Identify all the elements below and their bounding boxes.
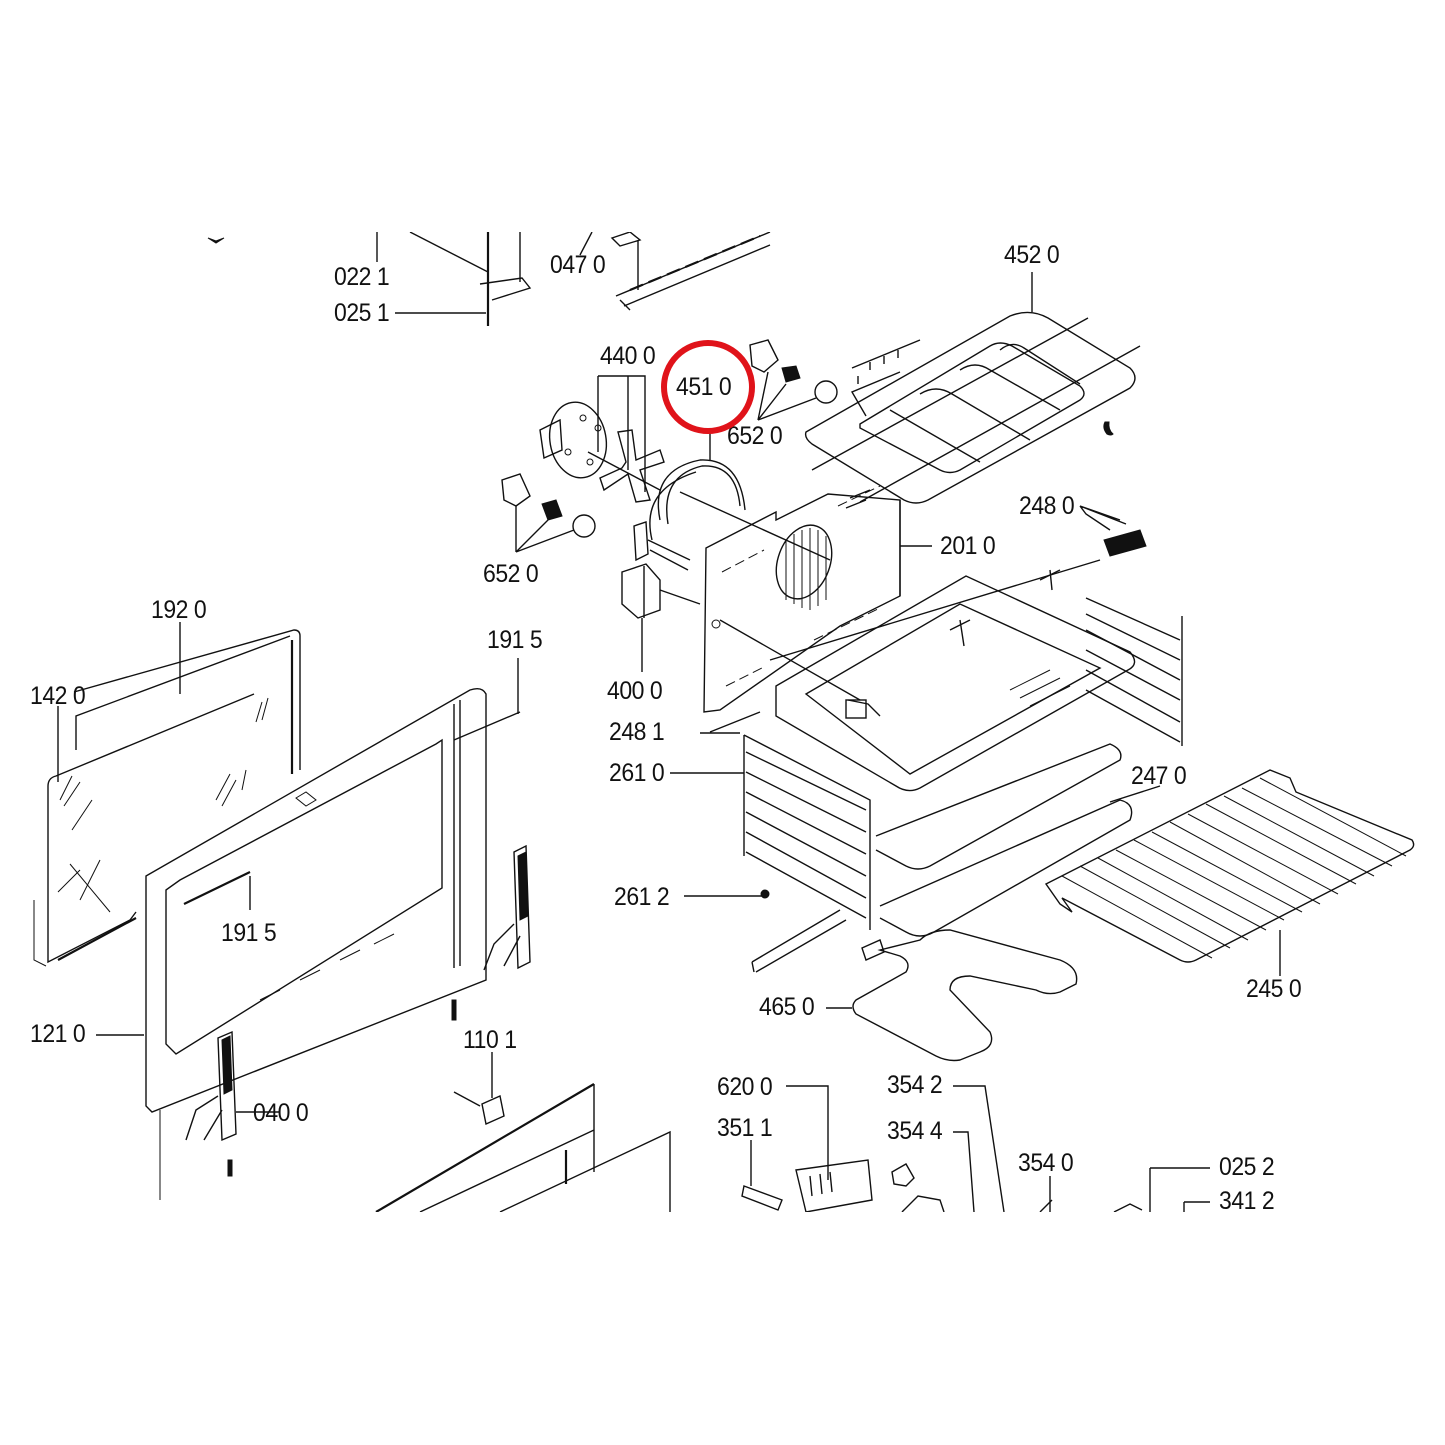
part-label-121-0: 121 0 <box>30 1020 86 1048</box>
part-label-025-2: 025 2 <box>1219 1153 1275 1181</box>
part-label-261-0: 261 0 <box>609 759 665 787</box>
part-label-022-1: 022 1 <box>334 263 390 291</box>
part-label-620-0: 620 0 <box>717 1073 773 1101</box>
part-label-247-0: 247 0 <box>1131 762 1187 790</box>
part-label-142-0: 142 0 <box>30 682 86 710</box>
part-label-354-2: 354 2 <box>887 1071 943 1099</box>
part-label-192-0: 192 0 <box>151 596 207 624</box>
part-label-248-0: 248 0 <box>1019 492 1075 520</box>
part-label-245-0: 245 0 <box>1246 975 1302 1003</box>
part-label-652-0-upper: 652 0 <box>727 422 783 450</box>
part-label-465-0: 465 0 <box>759 993 815 1021</box>
part-label-452-0: 452 0 <box>1004 241 1060 269</box>
part-label-110-1: 110 1 <box>463 1026 517 1054</box>
parts-line-art <box>33 232 1415 1212</box>
part-label-354-0: 354 0 <box>1018 1149 1074 1177</box>
drawing-area <box>0 232 1445 1212</box>
part-label-354-4: 354 4 <box>887 1117 943 1145</box>
part-label-191-5-upper: 191 5 <box>487 626 543 654</box>
part-label-440-0: 440 0 <box>600 342 656 370</box>
part-label-261-2: 261 2 <box>614 883 670 911</box>
part-label-652-0-lower: 652 0 <box>483 560 539 588</box>
part-label-351-1: 351 1 <box>717 1114 773 1142</box>
fragment-icon <box>207 237 225 244</box>
part-label-025-1: 025 1 <box>334 299 390 327</box>
part-label-400-0: 400 0 <box>607 677 663 705</box>
part-label-191-5-lower: 191 5 <box>221 919 277 947</box>
part-label-201-0: 201 0 <box>940 532 996 560</box>
part-label-040-0: 040 0 <box>253 1099 309 1127</box>
part-label-341-2: 341 2 <box>1219 1187 1275 1215</box>
part-label-047-0: 047 0 <box>550 251 606 279</box>
highlight-circle-451-0 <box>661 340 755 434</box>
part-label-248-1: 248 1 <box>609 718 665 746</box>
